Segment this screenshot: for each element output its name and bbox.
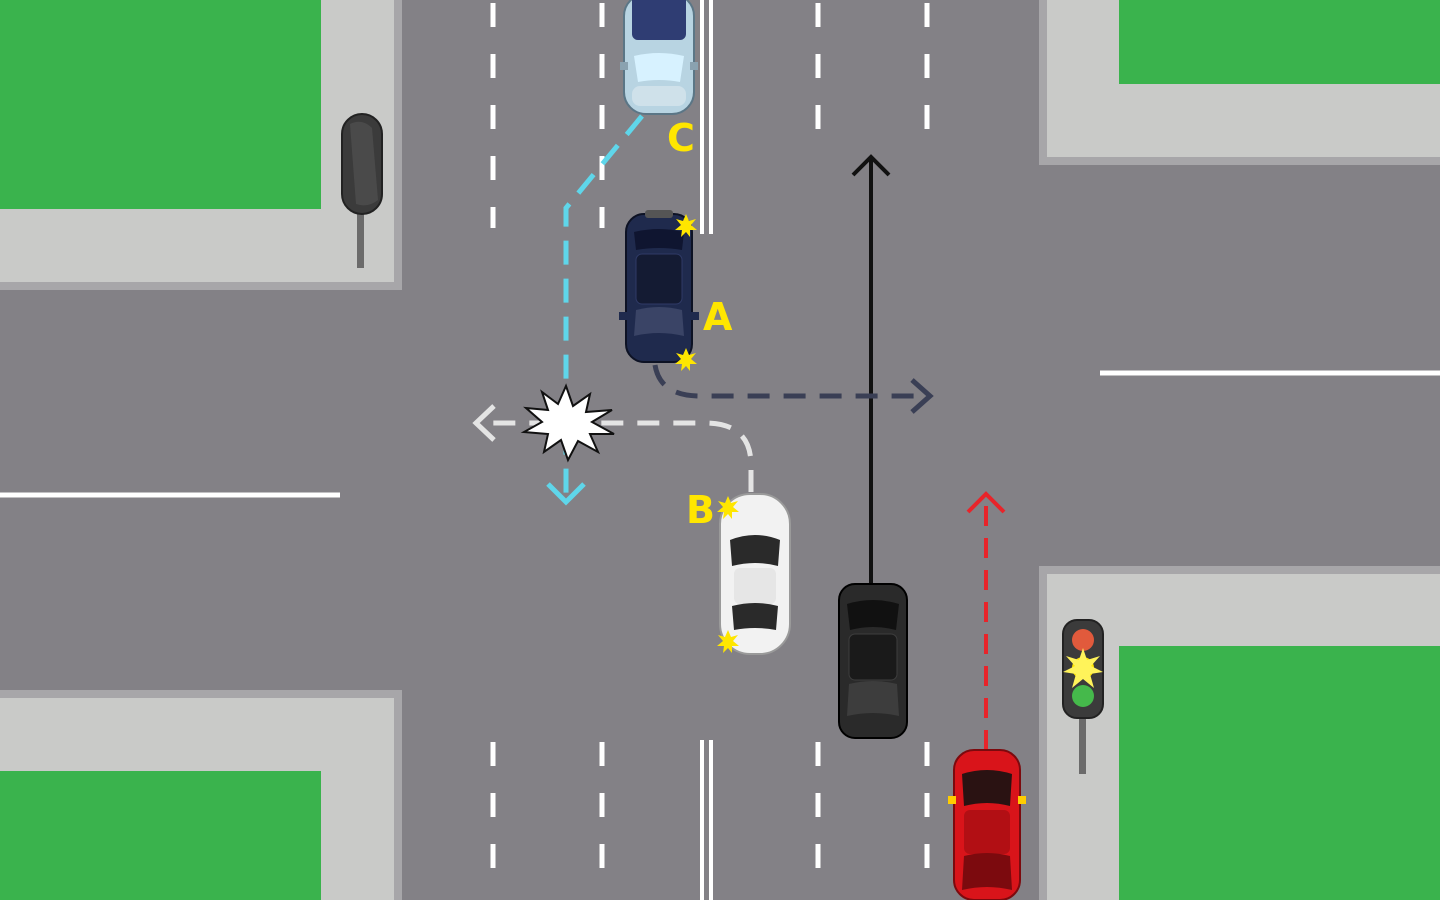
path-b-left-turn: [472, 404, 754, 492]
vehicle-c-label: C: [667, 116, 695, 160]
signal-red-lamp: [1072, 629, 1094, 651]
path-black-straight: [851, 154, 891, 588]
signal-green-lamp: [1072, 685, 1094, 707]
indicator-rear-right-icon: [675, 348, 697, 371]
signal-amber-glow: [1063, 648, 1103, 688]
traffic-signal-southeast: [1062, 619, 1104, 774]
indicator-front-right-icon: [675, 214, 697, 237]
vehicle-black-car: [838, 583, 908, 739]
vehicle-red-car: [948, 749, 1026, 900]
grass-bottom-right: [1119, 646, 1440, 900]
grass-bottom-left: [0, 771, 321, 900]
vehicle-b: [717, 493, 791, 655]
collision-starburst-icon: [520, 383, 615, 463]
grass-top-right: [1119, 0, 1440, 84]
block-top-right: [1039, 0, 1440, 165]
block-bottom-left: [0, 690, 402, 900]
grass-top-left: [0, 0, 321, 209]
vehicle-a-label: A: [703, 295, 733, 339]
indicator-rear-left-icon: [717, 630, 739, 653]
vehicle-c: [620, 0, 698, 115]
traffic-signal-northwest: [341, 113, 383, 268]
block-bottom-right: [1039, 566, 1440, 900]
path-a-right-turn: [652, 364, 934, 414]
vehicle-a: [619, 210, 699, 371]
indicator-front-left-icon: [717, 496, 739, 519]
path-red-straight: [966, 491, 1006, 750]
block-top-left: [0, 0, 402, 290]
vehicle-b-label: B: [686, 488, 715, 532]
